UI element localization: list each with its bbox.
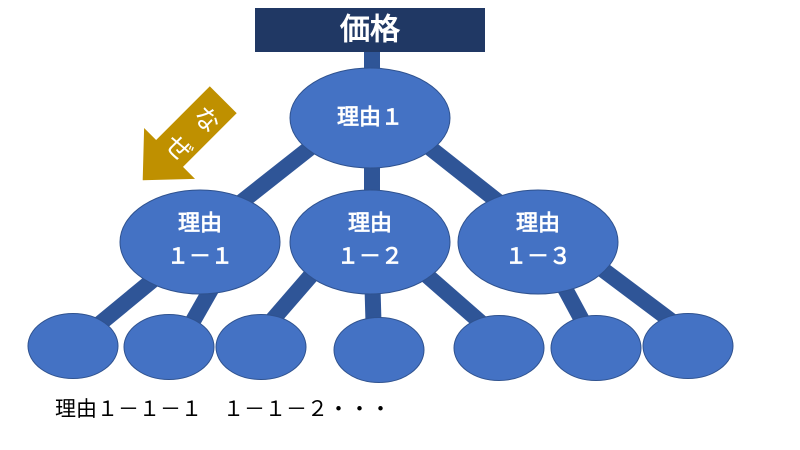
node-child-1-label-line2: １－１ [167,245,233,270]
title-group: 価格 [255,8,485,52]
root-node-group: 理由１ [289,67,451,169]
why-arrow: なぜ [117,74,249,206]
title-text: 価格 [339,13,401,48]
child-node-2-group: 理由 １－２ [289,189,451,295]
leaf-node-2 [123,314,215,380]
node-child-3-label-line1: 理由 [516,212,560,237]
node-child-2-label-line2: １－２ [337,245,403,270]
node-child-1 [119,189,281,295]
node-root [289,67,451,169]
node-child-3 [457,189,619,295]
leaf-node-3 [215,314,307,380]
child-node-3-group: 理由 １－３ [457,189,619,295]
leaf-node-7 [642,313,734,379]
node-child-2-label-line1: 理由 [348,212,392,237]
arrow-body [142,86,237,181]
title-box [255,8,485,52]
child-node-1-group: 理由 １－１ [119,189,281,295]
leaf-node-5 [453,315,545,381]
leaf-node-6 [550,315,642,381]
node-root-label: 理由１ [337,106,403,131]
footer-note: 理由１－１－１ １－１－２・・・ [55,397,391,421]
leaf-nodes [27,313,734,383]
node-child-3-label-line2: １－３ [505,245,571,270]
leaf-node-1 [27,313,119,379]
leaf-node-4 [333,317,425,383]
node-child-2 [289,189,451,295]
arrow-shape [142,86,237,181]
node-child-1-label-line1: 理由 [178,212,222,237]
